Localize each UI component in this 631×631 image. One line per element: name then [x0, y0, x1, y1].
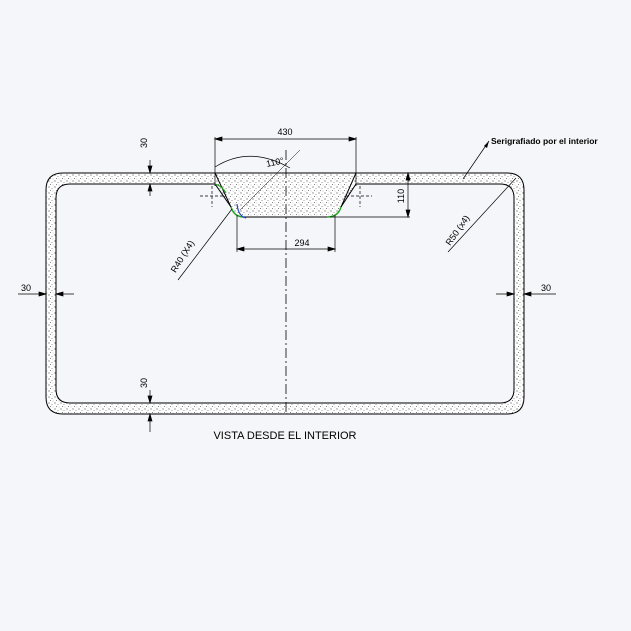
dim-30-right-label: 30: [541, 283, 551, 293]
r40-label: R40 (X4): [169, 238, 197, 274]
dim-110-label: 110: [396, 189, 406, 203]
construction-marks: [200, 186, 372, 207]
angle-label: 110°: [265, 155, 285, 169]
dim-30-left: [18, 285, 74, 302]
dim-30-bottom-label: 30: [139, 378, 149, 388]
note-leader: [462, 140, 490, 180]
dim-30-bottom: [140, 390, 160, 432]
r50-label: R50 (x4): [444, 213, 472, 247]
fillet-top-left-highlight: [214, 183, 227, 194]
fillet-right-highlight: [326, 206, 342, 218]
note-leader-arrow: [484, 141, 489, 148]
angle-arc-highlight: [236, 203, 247, 219]
dim-30-right: [496, 285, 556, 302]
angle-arc: [214, 155, 291, 169]
view-title: VISTA DESDE EL INTERIOR: [213, 430, 356, 442]
angle-leader: [239, 149, 301, 211]
r50-leader: [447, 177, 517, 253]
dim-30-left-label: 30: [21, 283, 31, 293]
dim-30-top-label: 30: [139, 138, 149, 148]
screenprint-note: Serigrafiado por el interior: [491, 136, 598, 146]
mount-trapezoid: [214, 172, 357, 219]
dim-430-label: 430: [277, 127, 292, 137]
dim-294-label: 294: [294, 238, 309, 248]
r40-leader: [177, 208, 233, 281]
dim-294: [235, 215, 337, 252]
dim-430: [213, 136, 358, 186]
dim-110: [330, 171, 411, 219]
dim-30-top: [140, 160, 160, 196]
